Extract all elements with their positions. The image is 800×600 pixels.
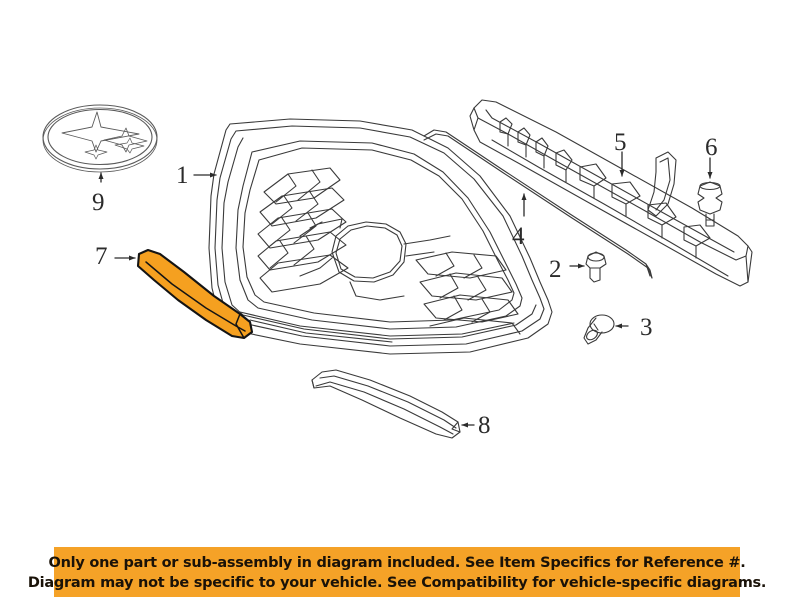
callout-label-3: 3 xyxy=(640,314,653,341)
disclaimer-line-2: Diagram may not be specific to your vehi… xyxy=(27,574,767,591)
callout-label-9: 9 xyxy=(92,189,105,216)
part-3-push-pin-clip xyxy=(583,314,615,345)
callout-label-2: 2 xyxy=(549,256,562,283)
callout-label-1: 1 xyxy=(176,162,189,189)
disclaimer-banner: Only one part or sub-assembly in diagram… xyxy=(28,547,766,597)
part-7-side-trim-molding-highlighted xyxy=(136,248,254,340)
part-6-grommet-fastener xyxy=(697,181,723,227)
part-5-upper-reinforcement-bar xyxy=(469,99,753,287)
part-8-lower-trim-molding xyxy=(311,369,461,439)
callout-label-8: 8 xyxy=(478,412,491,439)
callout-label-5: 5 xyxy=(614,129,627,156)
callout-label-7: 7 xyxy=(95,243,108,270)
bracket-hook-detail xyxy=(647,151,677,217)
part-9-subaru-emblem xyxy=(42,104,158,173)
part-2-push-pin-clip xyxy=(585,251,607,283)
part-4-seal-rod-strip xyxy=(423,129,653,279)
callout-label-4: 4 xyxy=(512,223,525,250)
callout-label-6: 6 xyxy=(705,134,718,161)
disclaimer-line-1: Only one part or sub-assembly in diagram… xyxy=(48,554,746,571)
part-1-grille-assembly xyxy=(208,118,553,355)
